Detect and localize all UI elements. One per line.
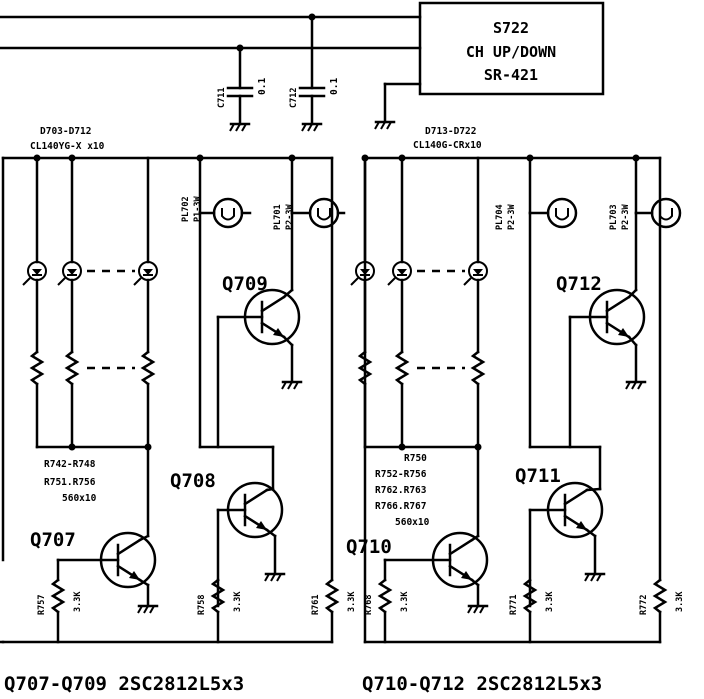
capacitor-c711: C711 0.1 <box>217 46 268 133</box>
resistor-value: 3.3K <box>675 591 685 612</box>
resistor-group-right-line4: R766.R767 <box>375 501 426 512</box>
transistor-q712: Q712 <box>556 273 647 449</box>
resistor-group-right-line3: R762.R763 <box>375 485 427 496</box>
resistor-r768: R768 3.3K <box>364 558 410 644</box>
resistor-ref: R771 <box>509 595 519 615</box>
led-group-left-part: CL140YG-X x10 <box>30 141 105 152</box>
transistor-ref: Q712 <box>556 273 602 295</box>
lamp-pl702-label: PL702 P1-3W <box>181 196 203 222</box>
transistor-ref: Q708 <box>170 470 216 492</box>
led-group-right-refs: D713-D722 <box>425 126 476 137</box>
resistor-value: 3.3K <box>73 591 83 612</box>
transistor-q710: Q710 <box>346 531 489 615</box>
led-group-right-part: CL140G-CRx10 <box>413 140 482 151</box>
capacitor-ref: C712 <box>289 88 299 108</box>
transistor-q709: Q709 <box>216 273 303 449</box>
footer-left: Q707-Q709 2SC2812L5x3 <box>4 673 244 695</box>
resistor-r757: R757 3.3K <box>37 558 83 644</box>
resistor-ref: R758 <box>197 595 207 615</box>
transistor-q708: Q708 <box>170 470 286 608</box>
transistor-ref: Q709 <box>222 273 268 295</box>
resistor-group-left-line1: R742-R748 <box>44 459 96 470</box>
led-column-group-left <box>22 156 158 538</box>
lamp-rating: P2-3W <box>285 204 295 230</box>
lamp-rating: P1-3W <box>193 196 203 222</box>
capacitor-c712: C712 0.1 <box>289 15 340 133</box>
resistor-ref: R772 <box>639 595 649 615</box>
resistor-group-right-line2: R752-R756 <box>375 469 427 480</box>
lamp-ref: PL702 <box>181 196 191 222</box>
resistor-value: 3.3K <box>400 591 410 612</box>
resistor-ref: R761 <box>311 595 321 615</box>
resistor-r758: R758 3.3K <box>197 578 243 644</box>
resistor-value: 3.3K <box>233 591 243 612</box>
lamp-pl703-label: PL703 P2-3W <box>609 204 631 230</box>
lamp-rating: P2-3W <box>621 204 631 230</box>
resistor-r761: R761 3.3K <box>311 156 357 644</box>
lamp-pl704-label: PL704 P2-3W <box>495 204 517 230</box>
resistor-value: 3.3K <box>347 591 357 612</box>
led-group-left-refs: D703-D712 <box>40 126 91 137</box>
footer-right: Q710-Q712 2SC2812L5x3 <box>362 673 602 695</box>
switch-function: CH UP/DOWN <box>466 43 556 61</box>
resistor-group-left-line2: R751.R756 <box>44 477 96 488</box>
transistor-ref: Q710 <box>346 536 392 558</box>
lamp-ref: PL704 <box>495 204 505 230</box>
capacitor-ref: C711 <box>217 88 227 108</box>
resistor-ref: R757 <box>37 595 47 615</box>
resistor-r772: R772 3.3K <box>639 156 685 644</box>
resistor-group-right-line5: 560x10 <box>395 517 430 528</box>
resistor-ref: R768 <box>364 595 374 615</box>
switch-part: SR-421 <box>484 66 538 84</box>
transistor-q711: Q711 <box>515 465 606 608</box>
switch-ref: S722 <box>493 19 529 37</box>
transistor-q707: Q707 <box>30 529 159 615</box>
capacitor-value: 0.1 <box>257 78 268 95</box>
switch-s722: S722 CH UP/DOWN SR-421 <box>418 1 605 96</box>
resistor-group-left-line3: 560x10 <box>62 493 97 504</box>
lamp-pl701-label: PL701 P2-3W <box>273 204 295 230</box>
transistor-ref: Q707 <box>30 529 76 551</box>
lamp-rating: P2-3W <box>507 204 517 230</box>
lamp-ref: PL701 <box>273 204 283 230</box>
capacitor-value: 0.1 <box>329 78 340 95</box>
transistor-ref: Q711 <box>515 465 561 487</box>
resistor-group-right-line1: R750 <box>404 453 427 464</box>
resistor-value: 3.3K <box>545 591 555 612</box>
resistor-r771: R771 3.3K <box>509 578 555 644</box>
lamp-ref: PL703 <box>609 204 619 230</box>
